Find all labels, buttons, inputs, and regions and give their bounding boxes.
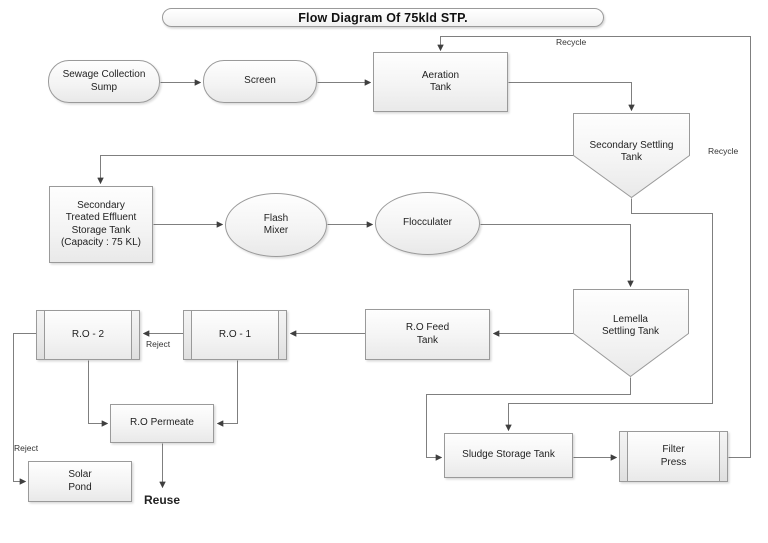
edge-aeration-to-secondary-settling: [508, 82, 635, 112]
node-flocculater: Flocculater: [375, 192, 480, 255]
edge-label-reject-left: Reject: [14, 443, 39, 453]
node-ro-2: R.O - 2: [36, 310, 140, 360]
edge-ro-2-reject-to-solar-pond: [13, 333, 37, 485]
edge-label-reject-mid: Reject: [146, 339, 171, 349]
diagram-title: Flow Diagram Of 75kld STP.: [162, 8, 604, 27]
edge-ro-2-to-ro-permeate: [88, 360, 109, 427]
node-lemella-settling-tank: Lemella Settling Tank: [573, 306, 688, 346]
node-aeration-tank: Aeration Tank: [373, 52, 508, 112]
node-label: Sludge Storage Tank: [462, 449, 555, 461]
node-label: Sewage Collection Sump: [62, 69, 146, 93]
node-secondary-treated-effluent-storage-tank: Secondary Treated Effluent Storage Tank …: [49, 186, 153, 263]
node-label: Lemella Settling Tank: [601, 313, 660, 338]
node-ro-1: R.O - 1: [183, 310, 287, 360]
diagram-title-text: Flow Diagram Of 75kld STP.: [298, 10, 468, 25]
node-flash-mixer: Flash Mixer: [225, 193, 327, 257]
node-label: Solar Pond: [68, 469, 92, 493]
node-filter-press: Filter Press: [619, 431, 728, 482]
node-label: Secondary Treated Effluent Storage Tank …: [60, 199, 142, 249]
node-sewage-collection-sump: Sewage Collection Sump: [48, 60, 160, 103]
node-label: Filter Press: [660, 444, 687, 468]
node-label: Flocculater: [403, 217, 452, 229]
edge-label-reuse: Reuse: [143, 493, 181, 507]
node-ro-permeate: R.O Permeate: [110, 404, 214, 443]
edge-lemella-to-sludge-tank: [426, 377, 631, 461]
node-label: Aeration Tank: [421, 69, 460, 94]
edge-ro-1-to-ro-permeate: [216, 360, 238, 427]
node-ro-feed-tank: R.O Feed Tank: [365, 309, 490, 360]
node-lemella-settling-tank-shape: [573, 289, 689, 378]
node-label: R.O Permeate: [130, 417, 194, 429]
node-label: R.O - 2: [71, 328, 105, 340]
node-label: Secondary Settling Tank: [589, 139, 674, 164]
edge-label-recycle-top: Recycle: [556, 37, 587, 47]
edge-secondary-settling-to-sludge-tank: [505, 198, 713, 432]
node-label: Screen: [244, 75, 276, 87]
node-label: R.O Feed Tank: [405, 322, 450, 346]
node-secondary-settling-tank: Secondary Settling Tank: [573, 132, 690, 172]
edge-filter-press-recycle-to-aeration: [437, 36, 751, 458]
edge-secondary-settling-to-storage-tank: [97, 155, 574, 185]
edge-flocculater-to-lemella: [480, 224, 634, 288]
node-label: Flash Mixer: [263, 212, 289, 237]
node-sludge-storage-tank: Sludge Storage Tank: [444, 433, 573, 478]
node-label: R.O - 1: [218, 328, 252, 340]
edge-label-recycle-right: Recycle: [708, 146, 739, 156]
node-screen: Screen: [203, 60, 317, 103]
node-secondary-settling-tank-shape: [573, 113, 690, 199]
node-solar-pond: Solar Pond: [28, 461, 132, 502]
